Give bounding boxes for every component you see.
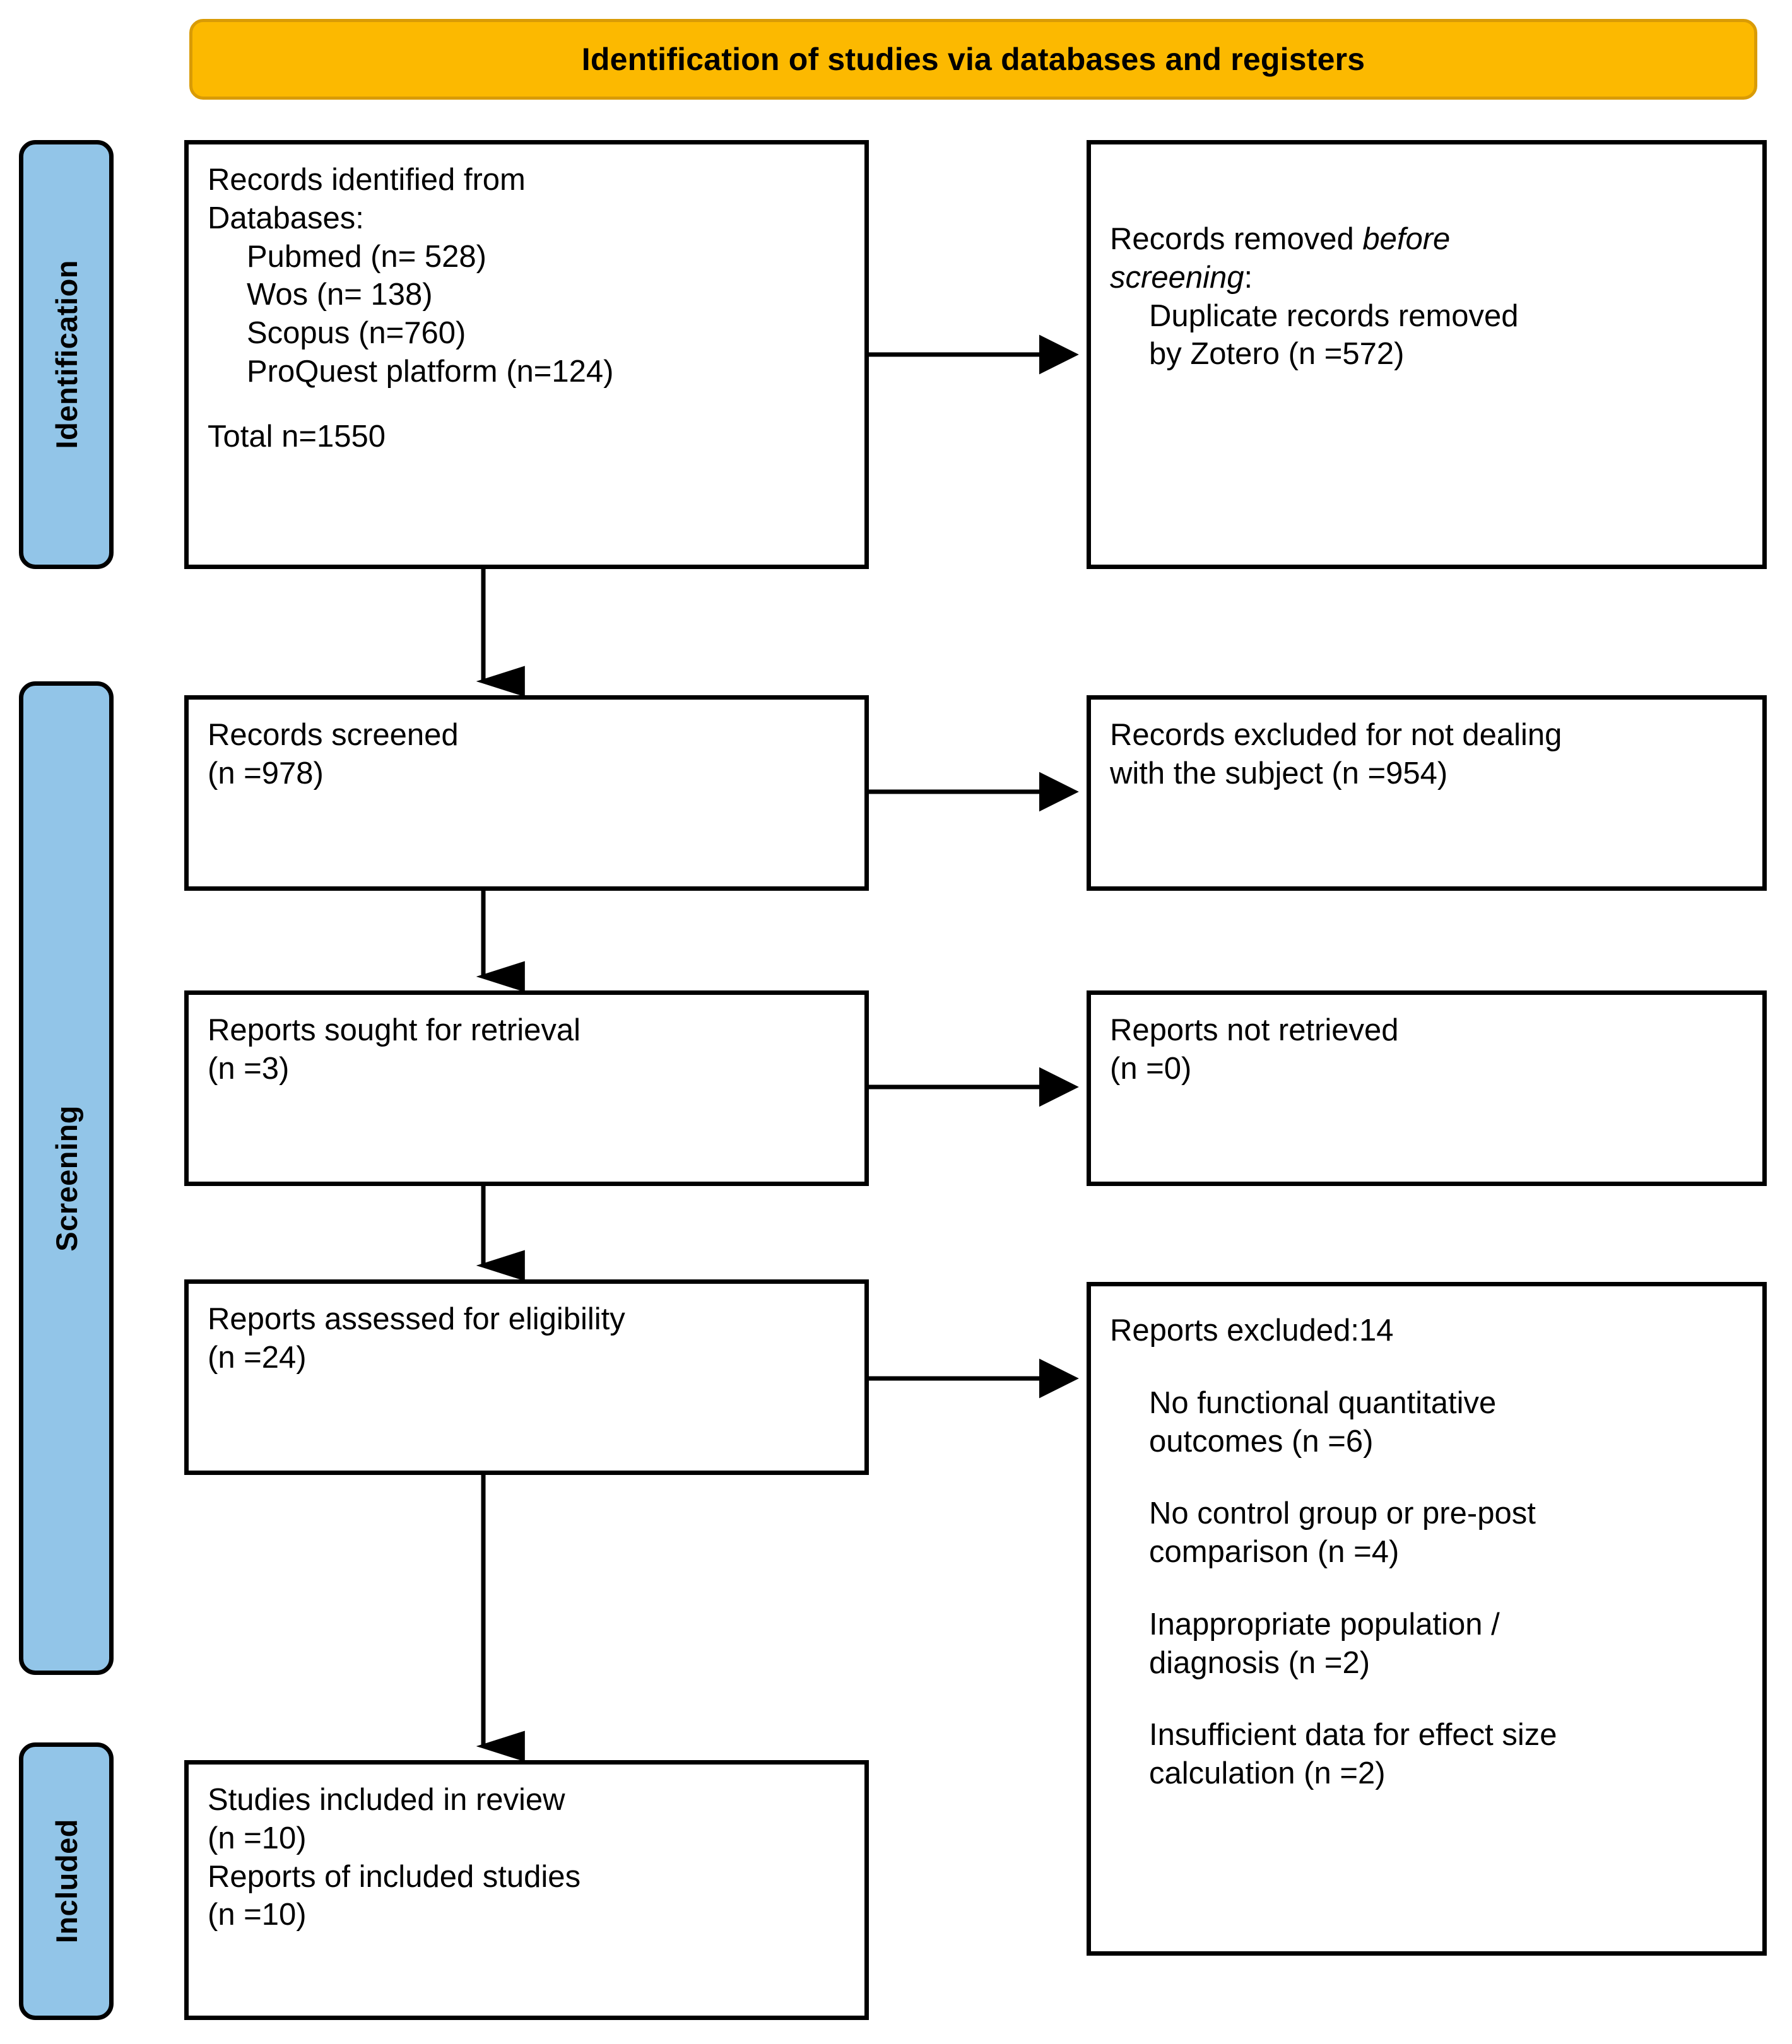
records-excluded-line-1: Records excluded for not dealing bbox=[1110, 718, 1562, 752]
records-screened-label: Records screened bbox=[208, 718, 459, 752]
exclusion-reason-3-line-2: diagnosis (n =2) bbox=[1149, 1645, 1371, 1680]
reports-sought-label: Reports sought for retrieval bbox=[208, 1013, 581, 1047]
box-records-removed-before-screening: Records removed before screening: Duplic… bbox=[1087, 140, 1767, 569]
records-removed-colon: : bbox=[1244, 260, 1253, 295]
phase-label-screening-text: Screening bbox=[49, 1105, 83, 1252]
exclusion-reason-2-line-1: No control group or pre-post bbox=[1149, 1496, 1536, 1531]
records-removed-heading-2: screening: bbox=[1110, 259, 1743, 297]
reports-not-retrieved-label: Reports not retrieved bbox=[1110, 1013, 1399, 1047]
exclusion-reason-1-line-2: outcomes (n =6) bbox=[1149, 1424, 1374, 1459]
records-removed-prefix: Records removed bbox=[1110, 222, 1363, 256]
phase-label-included-text: Included bbox=[49, 1819, 83, 1944]
database-source-proquest: ProQuest platform (n=124) bbox=[247, 354, 614, 389]
exclusion-reason-3-line-1: Inappropriate population / bbox=[1149, 1607, 1500, 1642]
reports-excluded-heading: Reports excluded:14 bbox=[1110, 1313, 1394, 1348]
phase-label-included: Included bbox=[19, 1742, 114, 2020]
records-identified-total: Total n=1550 bbox=[208, 419, 386, 454]
reports-not-retrieved-count: (n =0) bbox=[1110, 1051, 1192, 1086]
exclusion-reason-1-line-1: No functional quantitative bbox=[1149, 1385, 1497, 1420]
reports-included-label: Reports of included studies bbox=[208, 1859, 581, 1894]
diagram-header-banner: Identification of studies via databases … bbox=[189, 19, 1757, 100]
database-source-pubmed: Pubmed (n= 528) bbox=[247, 239, 486, 274]
records-removed-italic-before: before bbox=[1362, 222, 1451, 256]
records-excluded-line-2: with the subject (n =954) bbox=[1110, 756, 1448, 790]
box-records-excluded-subject: Records excluded for not dealing with th… bbox=[1087, 695, 1767, 891]
records-screened-count: (n =978) bbox=[208, 756, 324, 790]
box-records-screened: Records screened (n =978) bbox=[184, 695, 869, 891]
box-reports-assessed-for-eligibility: Reports assessed for eligibility (n =24) bbox=[184, 1279, 869, 1475]
phase-label-identification-text: Identification bbox=[49, 260, 83, 449]
database-source-wos: Wos (n= 138) bbox=[247, 278, 433, 312]
reports-assessed-count: (n =24) bbox=[208, 1340, 307, 1375]
box-reports-not-retrieved: Reports not retrieved (n =0) bbox=[1087, 990, 1767, 1186]
records-removed-heading-1: Records removed before bbox=[1110, 220, 1743, 259]
phase-label-screening: Screening bbox=[19, 681, 114, 1675]
reports-included-count: (n =10) bbox=[208, 1898, 307, 1932]
box-reports-excluded: Reports excluded:14 No functional quanti… bbox=[1087, 1282, 1767, 1956]
studies-included-count: (n =10) bbox=[208, 1821, 307, 1855]
box-reports-sought-for-retrieval: Reports sought for retrieval (n =3) bbox=[184, 990, 869, 1186]
reports-assessed-label: Reports assessed for eligibility bbox=[208, 1302, 625, 1336]
records-removed-italic-screening: screening bbox=[1110, 260, 1244, 295]
exclusion-reason-2-line-2: comparison (n =4) bbox=[1149, 1535, 1400, 1569]
studies-included-label: Studies included in review bbox=[208, 1783, 565, 1817]
box-records-identified: Records identified from Databases: Pubme… bbox=[184, 140, 869, 569]
reports-sought-count: (n =3) bbox=[208, 1051, 290, 1086]
records-identified-heading-2: Databases: bbox=[208, 201, 364, 235]
records-identified-heading-1: Records identified from bbox=[208, 163, 526, 197]
database-source-scopus: Scopus (n=760) bbox=[247, 316, 466, 350]
banner-title: Identification of studies via databases … bbox=[581, 41, 1365, 77]
phase-label-identification: Identification bbox=[19, 140, 114, 569]
box-studies-included: Studies included in review (n =10) Repor… bbox=[184, 1760, 869, 2020]
duplicate-records-line-2: by Zotero (n =572) bbox=[1149, 337, 1405, 372]
exclusion-reason-4-line-2: calculation (n =2) bbox=[1149, 1756, 1386, 1790]
duplicate-records-line-1: Duplicate records removed bbox=[1149, 298, 1519, 333]
exclusion-reason-4-line-1: Insufficient data for effect size bbox=[1149, 1718, 1557, 1753]
